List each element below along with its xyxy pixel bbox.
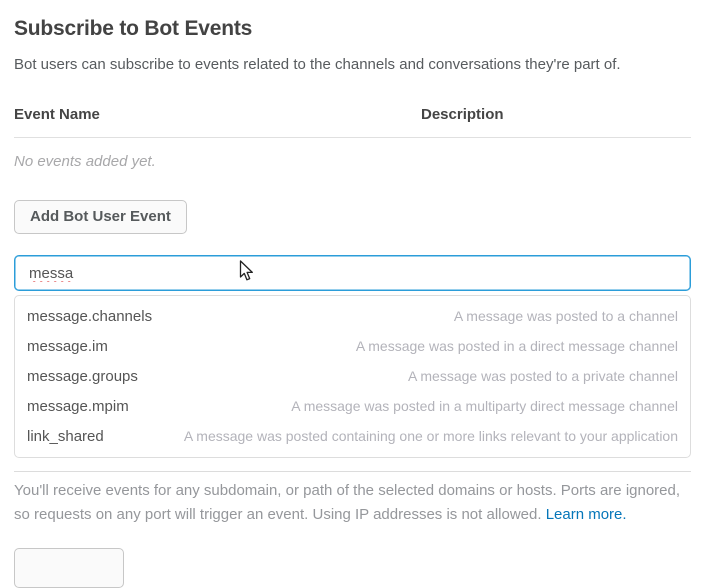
page-title: Subscribe to Bot Events — [14, 17, 253, 40]
suggestion-name: message.mpim — [27, 397, 129, 415]
subdomain-note-text: You'll receive events for any subdomain,… — [14, 482, 681, 523]
suggestion-description: A message was posted in a multiparty dir… — [291, 398, 678, 414]
suggestion-message-groups[interactable]: message.groups A message was posted to a… — [15, 361, 690, 391]
suggestion-link-shared[interactable]: link_shared A message was posted contain… — [15, 421, 690, 451]
table-header-divider — [14, 137, 691, 138]
column-header-event-name: Event Name — [14, 106, 100, 123]
suggestion-name: message.channels — [27, 307, 153, 325]
empty-events-message: No events added yet. — [14, 153, 156, 170]
suggestion-message-channels[interactable]: message.channels A message was posted to… — [15, 301, 690, 331]
column-header-description: Description — [421, 106, 504, 123]
subscribe-bot-events-section: Subscribe to Bot Events Bot users can su… — [14, 0, 691, 588]
events-table-header: Event Name Description — [14, 106, 691, 123]
suggestion-name: message.groups — [27, 367, 138, 385]
suggestion-description: A message was posted to a private channe… — [407, 368, 678, 384]
event-suggestions-dropdown: message.channels A message was posted to… — [14, 295, 691, 458]
subdomain-note: You'll receive events for any subdomain,… — [14, 479, 691, 527]
section-divider — [14, 471, 691, 472]
bottom-partial-button[interactable] — [14, 548, 124, 588]
suggestion-message-mpim[interactable]: message.mpim A message was posted in a m… — [15, 391, 690, 421]
learn-more-link[interactable]: Learn more. — [545, 506, 627, 523]
add-bot-user-event-button[interactable]: Add Bot User Event — [14, 200, 187, 234]
suggestion-description: A message was posted to a channel — [453, 308, 678, 324]
suggestion-description: A message was posted containing one or m… — [183, 428, 678, 444]
suggestion-description: A message was posted in a direct message… — [355, 338, 678, 354]
page-subtitle: Bot users can subscribe to events relate… — [14, 56, 621, 73]
suggestion-message-im[interactable]: message.im A message was posted in a dir… — [15, 331, 690, 361]
suggestion-name: message.im — [27, 337, 108, 355]
event-search-input[interactable] — [14, 255, 691, 291]
suggestion-name: link_shared — [27, 427, 104, 445]
